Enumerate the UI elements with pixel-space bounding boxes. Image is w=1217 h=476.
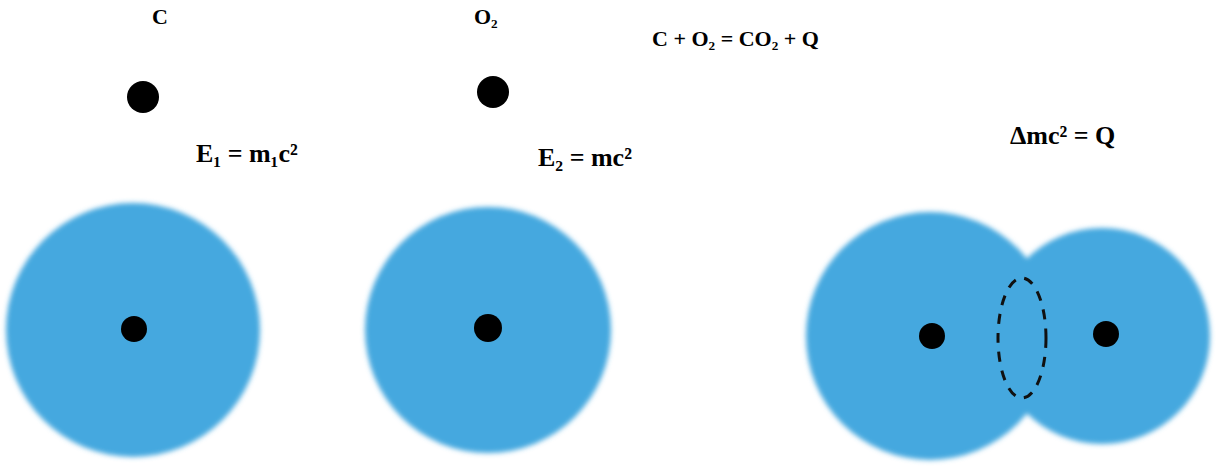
carbon-dot — [127, 81, 159, 113]
formula-label: E₂ = mc² — [538, 142, 632, 173]
bond-region — [998, 278, 1046, 398]
nucleus-dot — [1093, 321, 1119, 347]
formula-label: Δmc² = Q — [1010, 120, 1115, 151]
oxygen-dot — [477, 76, 509, 108]
nucleus-dot — [474, 314, 502, 342]
energy-field — [994, 228, 1210, 444]
nucleus-dot — [919, 323, 945, 349]
energy-field — [365, 207, 611, 453]
nucleus-dot — [121, 316, 147, 342]
energy-field — [6, 203, 260, 457]
formula-label: C — [152, 4, 168, 30]
formula-label: E₁ = m₁c² — [196, 138, 298, 169]
formula-label: O₂ — [474, 4, 498, 30]
formula-label: C + O₂ = CO₂ + Q — [652, 26, 819, 52]
